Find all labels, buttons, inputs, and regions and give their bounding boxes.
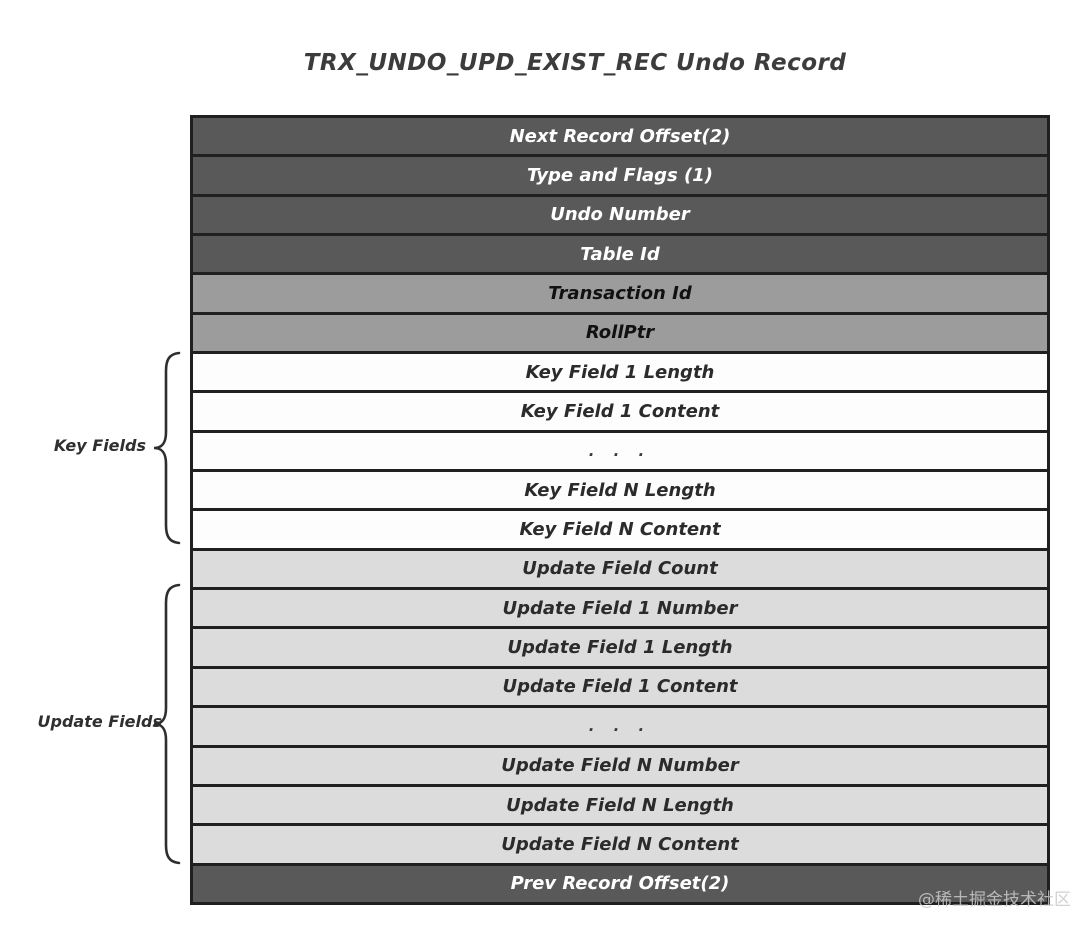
juejin-watermark: @稀土掘金技术社区 [918, 890, 1071, 910]
row-key-field-1-length: Key Field 1 Length [193, 354, 1047, 394]
undo-record-table: Next Record Offset(2) Type and Flags (1)… [190, 115, 1050, 905]
row-next-record-offset: Next Record Offset(2) [193, 118, 1047, 158]
row-update-field-n-number: Update Field N Number [193, 747, 1047, 787]
row-prev-record-offset: Prev Record Offset(2) [193, 865, 1047, 902]
row-table-id: Table Id [193, 236, 1047, 276]
row-undo-number: Undo Number [193, 196, 1047, 237]
row-update-field-count: Update Field Count [193, 550, 1047, 591]
row-rollptr: RollPtr [193, 314, 1047, 355]
key-fields-brace-icon [153, 351, 181, 545]
update-fields-brace-icon [153, 583, 181, 865]
row-update-field-1-content: Update Field 1 Content [193, 668, 1047, 709]
row-update-field-n-content: Update Field N Content [193, 826, 1047, 866]
row-key-field-n-content: Key Field N Content [193, 511, 1047, 551]
row-key-field-1-content: Key Field 1 Content [193, 393, 1047, 433]
row-update-field-1-length: Update Field 1 Length [193, 629, 1047, 669]
key-fields-label: Key Fields [53, 436, 146, 455]
row-update-field-n-length: Update Field N Length [193, 786, 1047, 827]
row-key-fields-ellipsis: . . . [193, 432, 1047, 473]
row-update-fields-ellipsis: . . . [193, 708, 1047, 748]
row-type-and-flags: Type and Flags (1) [193, 157, 1047, 197]
diagram-title: TRX_UNDO_UPD_EXIST_REC Undo Record [303, 50, 847, 76]
row-update-field-1-number: Update Field 1 Number [193, 590, 1047, 630]
update-fields-label: Update Fields [37, 712, 163, 731]
row-key-field-n-length: Key Field N Length [193, 472, 1047, 512]
row-transaction-id: Transaction Id [193, 275, 1047, 315]
